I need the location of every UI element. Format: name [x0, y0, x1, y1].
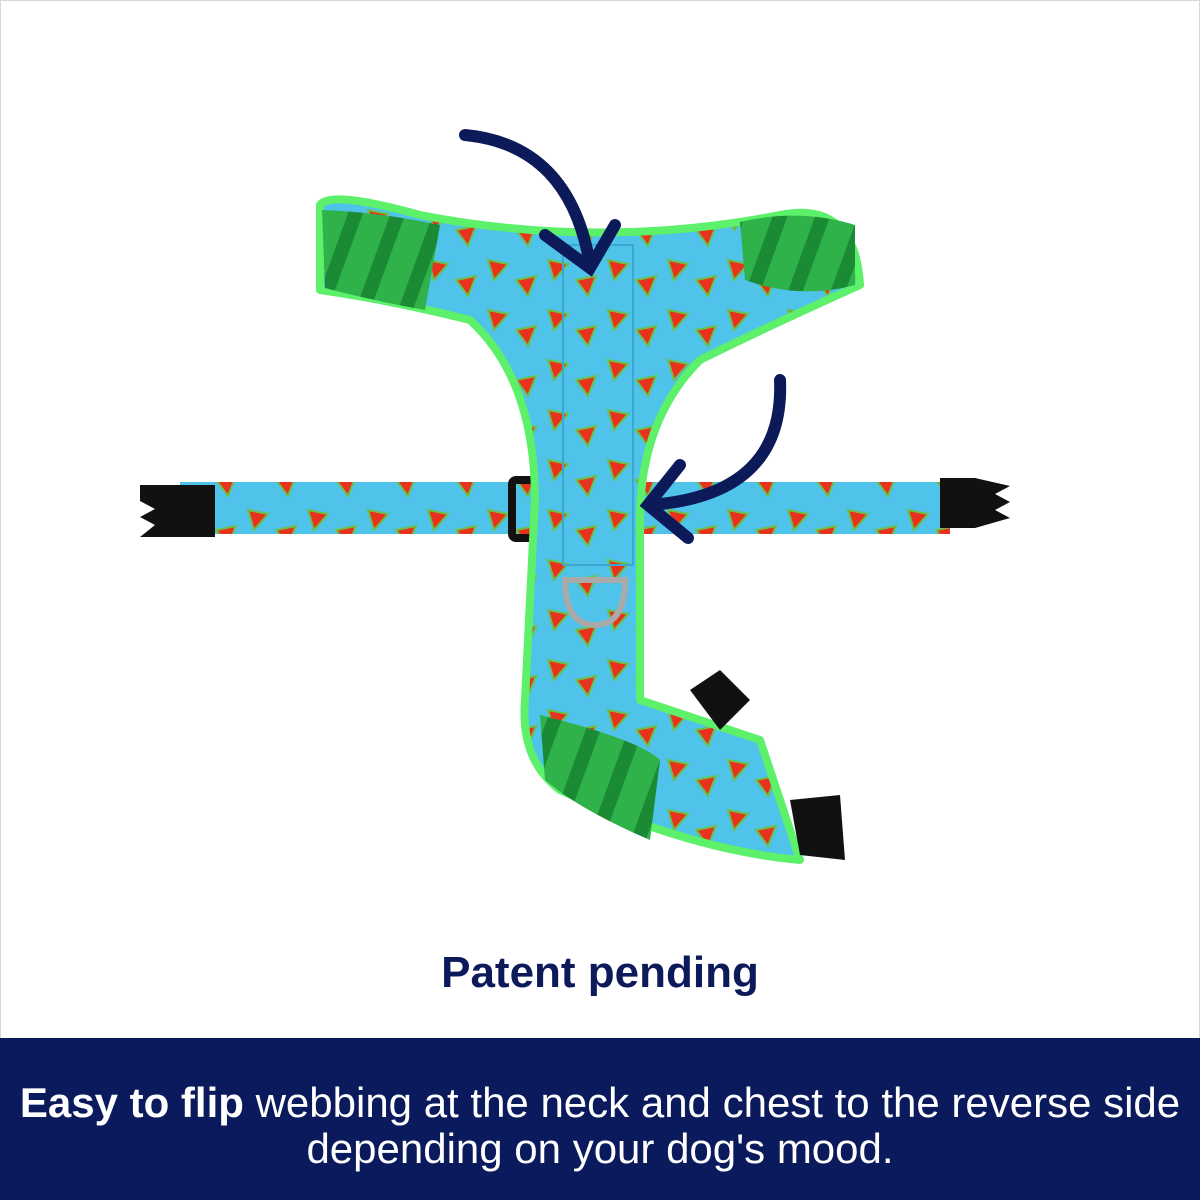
- bottom-buckle-1: [690, 670, 750, 730]
- rind-bottom: [540, 715, 660, 840]
- banner-bold-text: Easy to flip: [19, 1079, 244, 1126]
- harness-product-image: [140, 129, 1010, 864]
- center-webbing: [562, 244, 634, 566]
- buckle-right: [940, 478, 1010, 528]
- arrow-chest-icon: [639, 374, 787, 544]
- feature-banner: Easy to flip webbing at the neck and che…: [0, 1038, 1200, 1200]
- banner-text: webbing at the neck and chest to the rev…: [243, 1079, 1181, 1172]
- patent-pending-caption: Patent pending: [441, 948, 759, 997]
- rind-right: [740, 215, 855, 292]
- bottom-buckle-2: [790, 795, 845, 860]
- arrow-neck-icon: [459, 129, 621, 277]
- rind-left: [322, 210, 440, 310]
- d-ring: [561, 577, 629, 629]
- buckle-left: [140, 485, 215, 537]
